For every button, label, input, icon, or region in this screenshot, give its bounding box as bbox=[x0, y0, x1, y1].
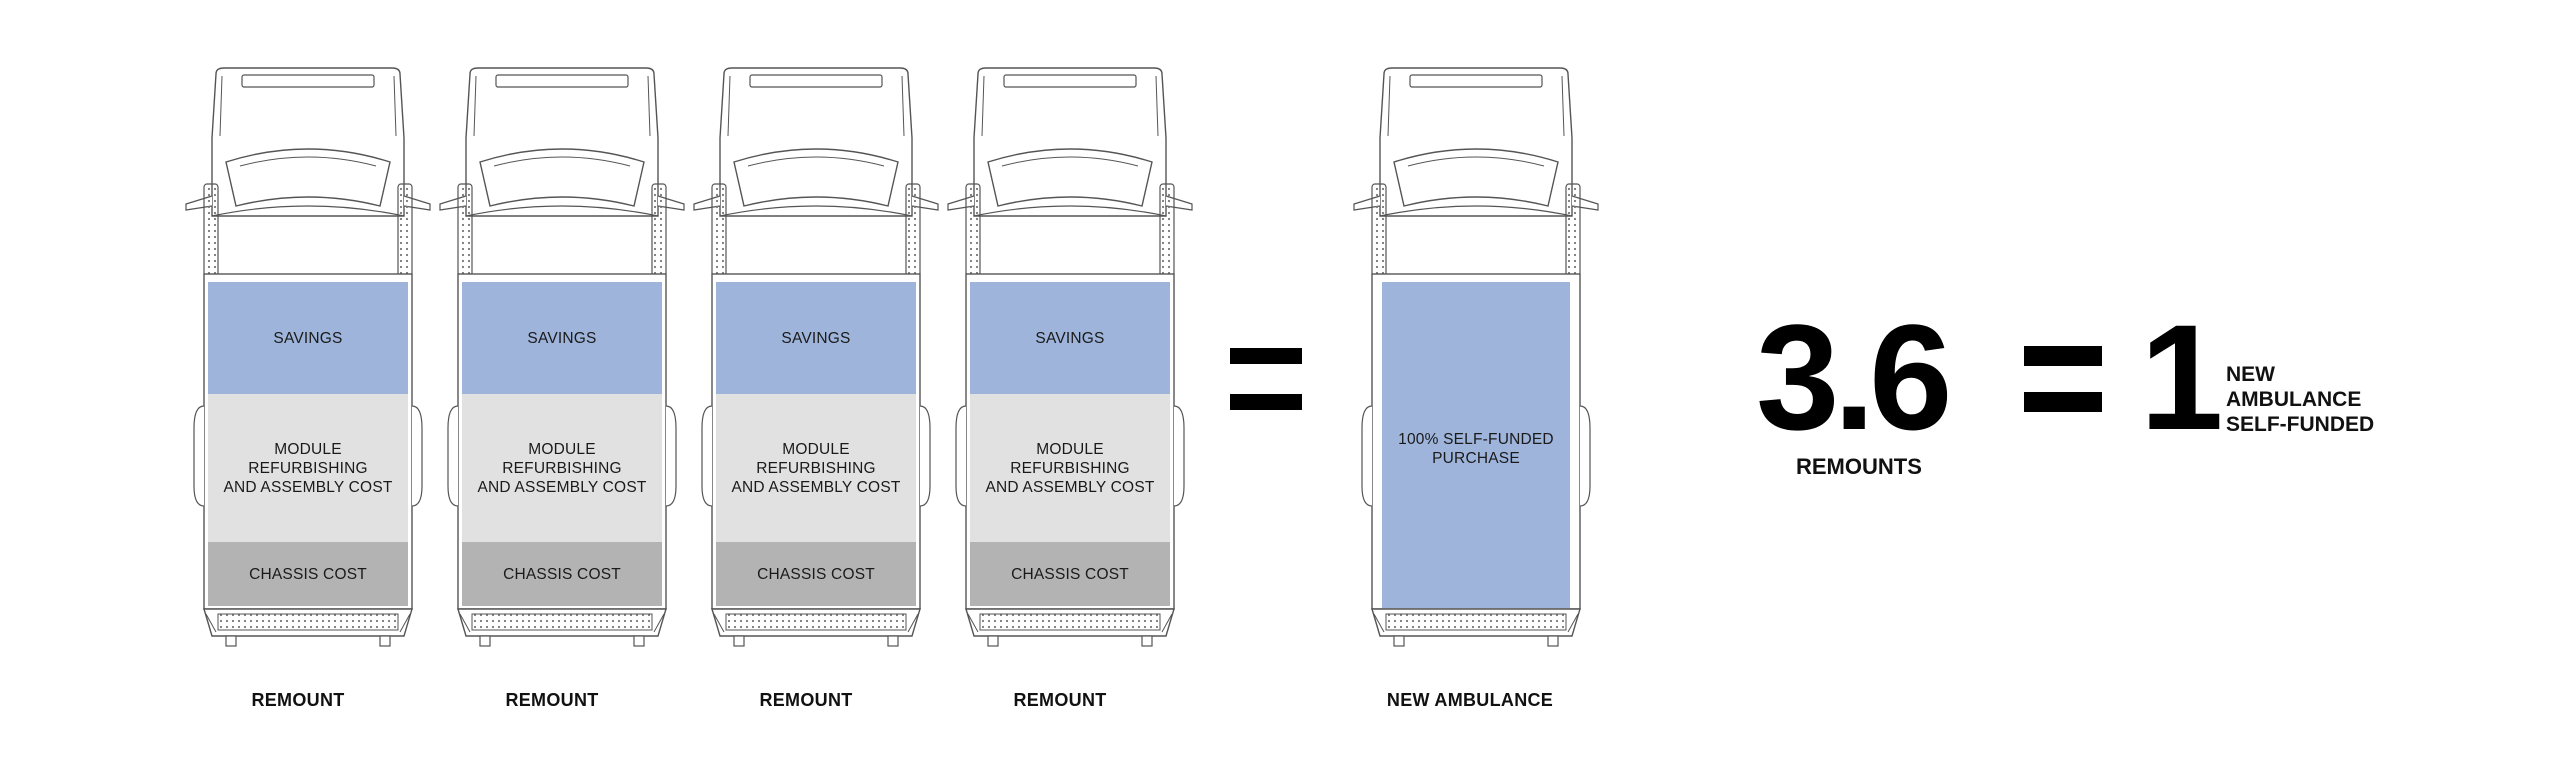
module-cost-band: MODULE REFURBISHING AND ASSEMBLY COST bbox=[462, 394, 662, 542]
equals-sign-bar-bottom bbox=[1230, 394, 1302, 410]
chassis-cost-band: CHASSIS COST bbox=[970, 542, 1170, 606]
remount-label: REMOUNT bbox=[505, 690, 599, 710]
summary-equals-bar-top bbox=[2024, 346, 2102, 366]
savings-band: SAVINGS bbox=[970, 282, 1170, 394]
module-cost-band: MODULE REFURBISHING AND ASSEMBLY COST bbox=[970, 394, 1170, 542]
summary-equals-bar-bottom bbox=[2024, 392, 2102, 412]
chassis-cost-band: CHASSIS COST bbox=[208, 542, 408, 606]
savings-band: SAVINGS bbox=[716, 282, 916, 394]
equals-sign-bar-top bbox=[1230, 348, 1302, 364]
self-funded-band: 100% SELF-FUNDED PURCHASE bbox=[1382, 282, 1570, 608]
savings-band: SAVINGS bbox=[208, 282, 408, 394]
remount-label: REMOUNT bbox=[251, 690, 345, 710]
remount-vehicle-3: SAVINGS MODULE REFURBISHING AND ASSEMBLY… bbox=[690, 66, 942, 666]
chassis-cost-band: CHASSIS COST bbox=[462, 542, 662, 606]
remount-vehicle-2: SAVINGS MODULE REFURBISHING AND ASSEMBLY… bbox=[436, 66, 688, 666]
result-line-2: AMBULANCE bbox=[2226, 388, 2362, 411]
module-cost-band: MODULE REFURBISHING AND ASSEMBLY COST bbox=[716, 394, 916, 542]
remount-vehicle-4: SAVINGS MODULE REFURBISHING AND ASSEMBLY… bbox=[944, 66, 1196, 666]
savings-band: SAVINGS bbox=[462, 282, 662, 394]
result-line-1: NEW bbox=[2226, 363, 2275, 386]
module-cost-band: MODULE REFURBISHING AND ASSEMBLY COST bbox=[208, 394, 408, 542]
remount-label: REMOUNT bbox=[1013, 690, 1107, 710]
remount-ratio-number: 3.6 bbox=[1756, 293, 1953, 461]
result-line-3: SELF-FUNDED bbox=[2226, 413, 2375, 436]
new-ambulance-label: NEW AMBULANCE bbox=[1386, 690, 1554, 710]
remount-label: REMOUNT bbox=[759, 690, 853, 710]
result-label: NEW AMBULANCE SELF-FUNDED bbox=[2226, 362, 2374, 437]
remount-vehicle-1: SAVINGS MODULE REFURBISHING AND ASSEMBLY… bbox=[182, 66, 434, 666]
new-ambulance-count: 1 bbox=[2140, 293, 2224, 461]
remounts-caption: REMOUNTS bbox=[1796, 454, 1922, 479]
chassis-cost-band: CHASSIS COST bbox=[716, 542, 916, 606]
new-ambulance-vehicle: 100% SELF-FUNDED PURCHASE bbox=[1350, 66, 1602, 666]
